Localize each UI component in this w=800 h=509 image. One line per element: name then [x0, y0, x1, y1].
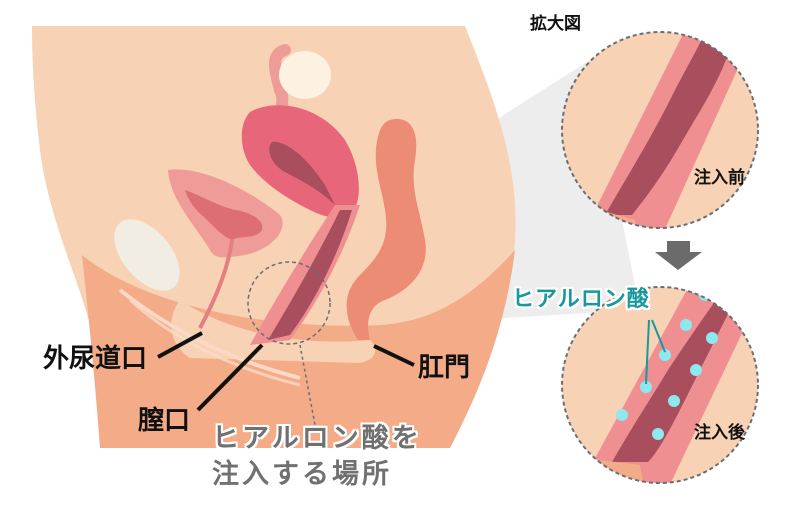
injection-site-leader — [299, 344, 316, 426]
vaginal-opening-label: 膣口 — [138, 406, 191, 436]
urethral-opening-label: 外尿道口 — [43, 344, 148, 374]
hyaluronic-leader-1 — [645, 319, 650, 385]
hyaluronic-acid-label: ヒアルロン酸 — [512, 287, 650, 312]
zoom-before — [562, 32, 758, 228]
hyaluronic-leader-2 — [651, 319, 666, 353]
down-arrow-icon — [655, 241, 702, 270]
uterus-cavity — [269, 141, 335, 205]
zoom-after — [562, 287, 758, 483]
injection-site-label-line2: 注入する場所 — [212, 459, 392, 490]
ovary — [279, 51, 331, 99]
anus-label: 肛門 — [418, 353, 471, 383]
zoom-after-border — [561, 286, 759, 484]
labia-line-2 — [128, 298, 301, 387]
urethra — [198, 239, 234, 329]
perineum — [171, 300, 376, 363]
before-injection-label: 注入前 — [694, 168, 745, 188]
zoom-before-border — [561, 31, 759, 229]
fallopian-tube — [269, 44, 291, 114]
labia-line — [118, 288, 301, 380]
injection-site-circle — [247, 261, 331, 345]
after-injection-label: 注入後 — [694, 423, 745, 443]
injection-site-label-line1: ヒアルロン酸を — [212, 423, 422, 454]
vaginal-opening-leader — [196, 343, 264, 412]
urethral-opening-leader — [157, 331, 203, 359]
vaginal-canal-inner — [268, 210, 352, 340]
anus-leader — [373, 344, 415, 367]
rectum — [346, 119, 426, 341]
pubic-bone — [114, 219, 180, 291]
enlarged-view-label: 拡大図 — [530, 14, 581, 34]
bladder-inner — [185, 190, 263, 240]
